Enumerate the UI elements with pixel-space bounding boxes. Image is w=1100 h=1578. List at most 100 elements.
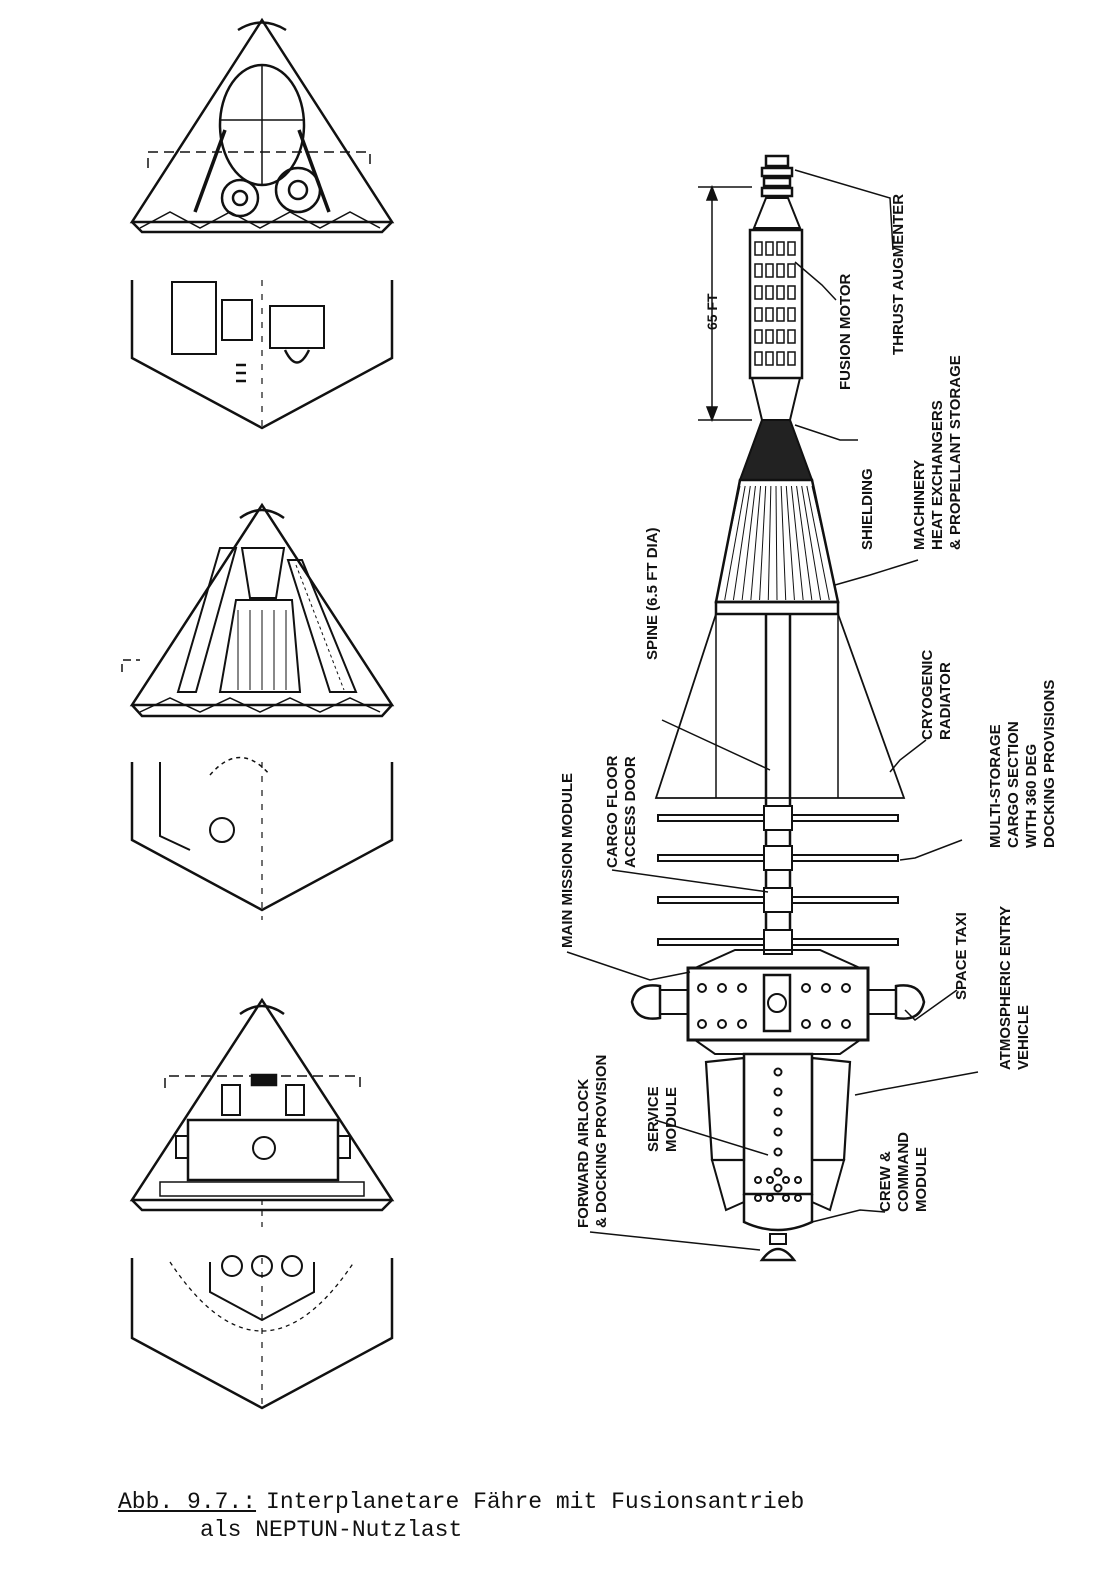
cargo-section [657, 805, 899, 955]
label-cargo-section-1: MULTI-STORAGE [987, 724, 1004, 848]
porthole [754, 1194, 762, 1202]
hatch-line [785, 485, 795, 601]
motor-cell [754, 241, 763, 256]
porthole [782, 1194, 790, 1202]
porthole [773, 1087, 783, 1097]
porthole [821, 983, 831, 993]
porthole [717, 1019, 727, 1029]
motor-cell [787, 351, 796, 366]
cryogenic-radiator [654, 613, 906, 799]
label-service: SERVICE [645, 1086, 662, 1152]
hatch-line [796, 485, 813, 601]
ferry-vehicle: THRUST AUGMENTER FUSION MOTOR 65 FT SHIE… [559, 154, 1058, 1262]
label-machinery-3: & PROPELLANT STORAGE [947, 355, 964, 550]
motor-cell [754, 351, 763, 366]
fairing-cone-1 [129, 17, 395, 234]
machinery-hatching [715, 485, 839, 601]
porthole [737, 1019, 747, 1029]
label-access-door: ACCESS DOOR [622, 756, 639, 868]
label-crew: CREW & [877, 1151, 894, 1212]
fairing-cone-3 [129, 997, 395, 1230]
caption-tag: Abb. 9.7.: [118, 1489, 257, 1515]
hatch-line [811, 485, 839, 601]
motor-cell [765, 329, 774, 344]
motor-cell [787, 329, 796, 344]
label-machinery-2: HEAT EXCHANGERS [929, 400, 946, 550]
hatch-line [790, 485, 804, 601]
porthole [773, 1167, 783, 1177]
label-cargo-floor: CARGO FLOOR [604, 755, 621, 868]
porthole [697, 1019, 707, 1029]
motor-cell [754, 307, 763, 322]
leader-lines [566, 169, 979, 1251]
atmospheric-entry-vehicle-right [867, 984, 926, 1020]
label-forward-airlock: FORWARD AIRLOCK [575, 1079, 592, 1228]
service-module-portholes [754, 1067, 802, 1202]
label-machinery-1: MACHINERY [911, 460, 928, 550]
label-cargo-section-2: CARGO SECTION [1005, 721, 1022, 848]
motor-cell [787, 307, 796, 322]
length-dimension [698, 184, 752, 423]
main-mission-module [686, 949, 870, 1055]
porthole [794, 1194, 802, 1202]
porthole [782, 1176, 790, 1184]
porthole [773, 1183, 783, 1193]
motor-cell [787, 285, 796, 300]
motor-cell [787, 263, 796, 278]
motor-cell [776, 285, 785, 300]
motor-cell [765, 241, 774, 256]
hatch-line [767, 485, 772, 601]
porthole [801, 1019, 811, 1029]
fairing-configurations [121, 17, 395, 1410]
hatch-line [806, 485, 830, 601]
porthole [773, 1127, 783, 1137]
porthole [754, 1176, 762, 1184]
fusion-motor-cells [754, 241, 796, 366]
motor-cell [776, 263, 785, 278]
fairing-section-1 [130, 280, 394, 430]
motor-cell [765, 285, 774, 300]
label-command: COMMAND [895, 1132, 912, 1212]
hatch-line [724, 485, 746, 601]
porthole [766, 1194, 774, 1202]
motor-cell [754, 329, 763, 344]
porthole [773, 1107, 783, 1117]
motor-cell [754, 263, 763, 278]
space-taxi [704, 1056, 852, 1212]
motor-cell [776, 329, 785, 344]
shielding [738, 377, 814, 481]
hatch-line [801, 485, 822, 601]
figure-caption: Abb. 9.7.:Interplanetare Fähre mit Fusio… [118, 1488, 804, 1544]
cargo-hub [763, 845, 793, 871]
label-main-mission-module: MAIN MISSION MODULE [559, 773, 576, 948]
porthole [794, 1176, 802, 1184]
motor-cell [776, 307, 785, 322]
mission-module-portholes [697, 983, 851, 1029]
caption-line-2: als NEPTUN-Nutzlast [200, 1517, 463, 1543]
porthole [766, 1176, 774, 1184]
motor-cell [765, 263, 774, 278]
porthole [717, 983, 727, 993]
cargo-hub [763, 805, 793, 831]
label-thrust-augmenter: THRUST AUGMENTER [890, 194, 907, 355]
hatch-line [775, 485, 778, 601]
label-cargo-section-3: WITH 360 DEG [1023, 744, 1040, 848]
porthole [841, 983, 851, 993]
atmospheric-entry-vehicle-left [630, 984, 689, 1020]
motor-cell [754, 285, 763, 300]
cargo-hub [763, 887, 793, 913]
porthole [821, 1019, 831, 1029]
motor-cell [765, 351, 774, 366]
label-cargo-section-4: DOCKING PROVISIONS [1041, 680, 1058, 848]
fusion-motor [748, 228, 804, 380]
porthole [841, 1019, 851, 1029]
label-command-module: MODULE [913, 1147, 930, 1212]
fairing-section-3 [130, 1255, 394, 1410]
forward-airlock [759, 1233, 797, 1262]
hatch-line [715, 485, 741, 601]
hatch-line [759, 485, 767, 601]
fairing-section-2 [130, 756, 394, 920]
label-module: MODULE [663, 1087, 680, 1152]
porthole [697, 983, 707, 993]
porthole [773, 1067, 783, 1077]
